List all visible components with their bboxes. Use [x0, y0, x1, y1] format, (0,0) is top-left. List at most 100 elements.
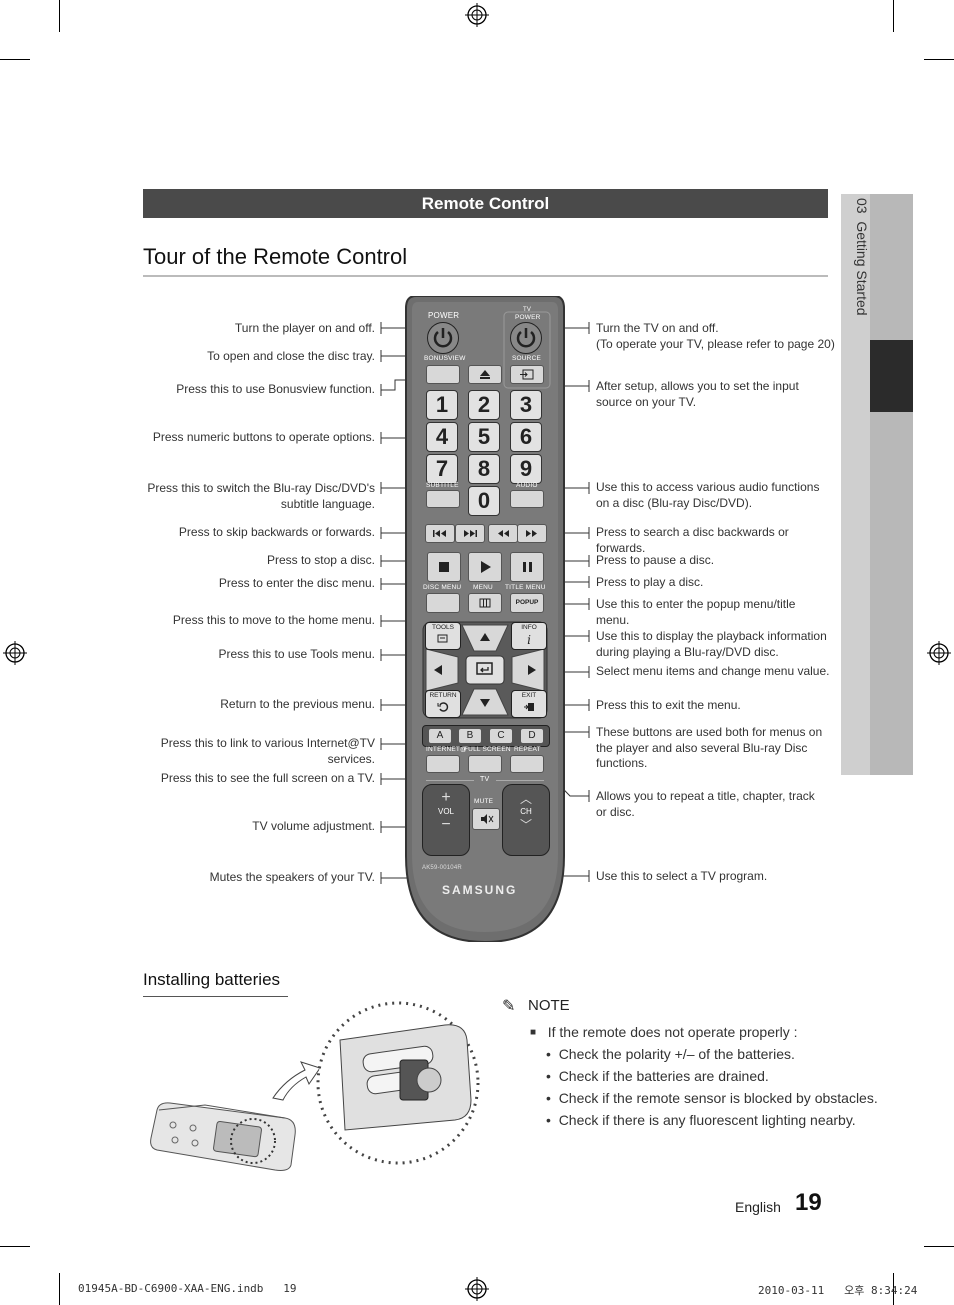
tv-divider	[426, 780, 474, 781]
skip-forward-icon	[464, 530, 477, 537]
label-repeat: REPEAT	[514, 746, 541, 753]
callout-popup: Use this to enter the popup menu/title m…	[596, 597, 796, 627]
callout-internet: Press this to link to various Internet@T…	[160, 736, 375, 766]
callout-tools: Press this to use Tools menu.	[218, 647, 375, 661]
label-mute: MUTE	[474, 798, 494, 805]
color-button-row	[422, 725, 550, 747]
source-button[interactable]	[510, 365, 544, 384]
callout-repeat: Allows you to repeat a title, chapter, t…	[596, 789, 815, 819]
tools-icon	[437, 634, 448, 643]
tools-button[interactable]: TOOLS	[425, 622, 461, 650]
callout-eject: To open and close the disc tray.	[207, 349, 375, 363]
color-button-d[interactable]: D	[520, 728, 544, 744]
menu-button[interactable]	[468, 593, 502, 613]
channel-up-icon: ︿	[519, 792, 532, 806]
rewind-icon	[498, 530, 509, 537]
disc-menu-button[interactable]	[426, 593, 460, 613]
batteries-heading-rule	[143, 996, 288, 997]
bonusview-button[interactable]	[426, 365, 460, 384]
number-button-8[interactable]: 8	[468, 454, 500, 484]
search-forward-button[interactable]	[517, 524, 547, 543]
crop-mark	[924, 59, 954, 60]
page-title: Tour of the Remote Control	[143, 244, 408, 269]
crop-mark	[893, 1273, 894, 1305]
channel-rocker[interactable]: ︿ CH ﹀	[502, 784, 550, 856]
stop-button[interactable]	[427, 552, 461, 582]
note-check: • Check the polarity +/– of the batterie…	[546, 1046, 795, 1062]
label-audio: AUDIO	[516, 482, 538, 489]
number-button-1[interactable]: 1	[426, 390, 458, 420]
eject-button[interactable]	[468, 365, 502, 384]
color-button-a[interactable]: A	[428, 728, 452, 744]
number-button-5[interactable]: 5	[468, 422, 500, 452]
number-button-3[interactable]: 3	[510, 390, 542, 420]
batteries-heading: Installing batteries	[143, 970, 281, 989]
label-popup: POPUP	[515, 599, 539, 606]
repeat-button[interactable]	[510, 755, 544, 773]
play-icon	[481, 561, 491, 573]
full-screen-button[interactable]	[468, 755, 502, 773]
registration-mark-icon	[465, 1277, 489, 1301]
brand-logo: SAMSUNG	[442, 883, 518, 897]
power-icon	[516, 328, 536, 348]
callout-audio: Use this to access various audio functio…	[596, 480, 820, 510]
search-back-button[interactable]	[488, 524, 518, 543]
mute-button[interactable]	[472, 808, 500, 830]
crop-mark	[59, 0, 60, 32]
side-tab-strip	[870, 194, 913, 775]
skip-back-icon	[433, 530, 446, 537]
exit-icon	[524, 703, 534, 711]
number-button-2[interactable]: 2	[468, 390, 500, 420]
registration-mark-icon	[3, 641, 27, 665]
title-divider	[143, 275, 828, 277]
volume-rocker[interactable]: + VOL −	[422, 784, 470, 856]
channel-down-icon: ﹀	[519, 818, 532, 832]
pause-button[interactable]	[510, 552, 544, 582]
note-bullet: ■ If the remote does not operate properl…	[530, 1024, 798, 1040]
number-button-6[interactable]: 6	[510, 422, 542, 452]
callout-play: Press to play a disc.	[596, 575, 704, 589]
internet-button[interactable]	[426, 755, 460, 773]
tv-power-button[interactable]	[510, 322, 542, 354]
crop-mark	[924, 1246, 954, 1247]
exit-button[interactable]: EXIT	[511, 690, 547, 718]
callout-exit: Press this to exit the menu.	[596, 698, 741, 712]
color-button-b[interactable]: B	[458, 728, 482, 744]
skip-forward-button[interactable]	[455, 524, 485, 543]
play-button[interactable]	[468, 552, 502, 582]
note-check: • Check if the batteries are drained.	[546, 1068, 769, 1084]
popup-button[interactable]: POPUP	[510, 593, 544, 613]
chapter-label: 03 Getting Started	[854, 198, 870, 316]
note-check: • Check if the remote sensor is blocked …	[546, 1090, 878, 1106]
crop-mark	[0, 1246, 30, 1247]
callout-power: Turn the player on and off.	[234, 321, 375, 335]
callout-channel: Use this to select a TV program.	[596, 869, 768, 883]
eject-icon	[480, 370, 490, 379]
color-button-c[interactable]: C	[489, 728, 513, 744]
callout-home-menu: Press this to move to the home menu.	[172, 613, 375, 627]
callout-source: After setup, allows you to set the input…	[596, 379, 799, 409]
battery-illustration	[150, 1001, 480, 1171]
registration-mark-icon	[465, 3, 489, 27]
label-menu: MENU	[473, 584, 493, 591]
number-button-9[interactable]: 9	[510, 454, 542, 484]
number-button-0[interactable]: 0	[468, 486, 500, 516]
number-button-4[interactable]: 4	[426, 422, 458, 452]
model-number: AK59-00104R	[422, 865, 462, 871]
callout-subtitle: Press this to switch the Blu-ray Disc/DV…	[147, 481, 375, 511]
power-button[interactable]	[427, 322, 459, 354]
audio-button[interactable]	[510, 490, 544, 508]
return-button[interactable]: RETURN	[425, 690, 461, 718]
skip-back-button[interactable]	[425, 524, 455, 543]
label-tv: TV	[480, 776, 490, 783]
callout-search: Press to search a disc backwards or forw…	[596, 525, 789, 555]
callout-pause: Press to pause a disc.	[596, 553, 715, 567]
info-button[interactable]: INFO i	[511, 622, 547, 650]
label-vol: VOL	[437, 807, 454, 816]
number-button-7[interactable]: 7	[426, 454, 458, 484]
label-power: POWER	[428, 311, 460, 320]
subtitle-button[interactable]	[426, 490, 460, 508]
fast-forward-icon	[526, 530, 537, 537]
label-subtitle: SUBTITLE	[426, 482, 459, 489]
callout-numeric: Press numeric buttons to operate options…	[152, 430, 375, 444]
